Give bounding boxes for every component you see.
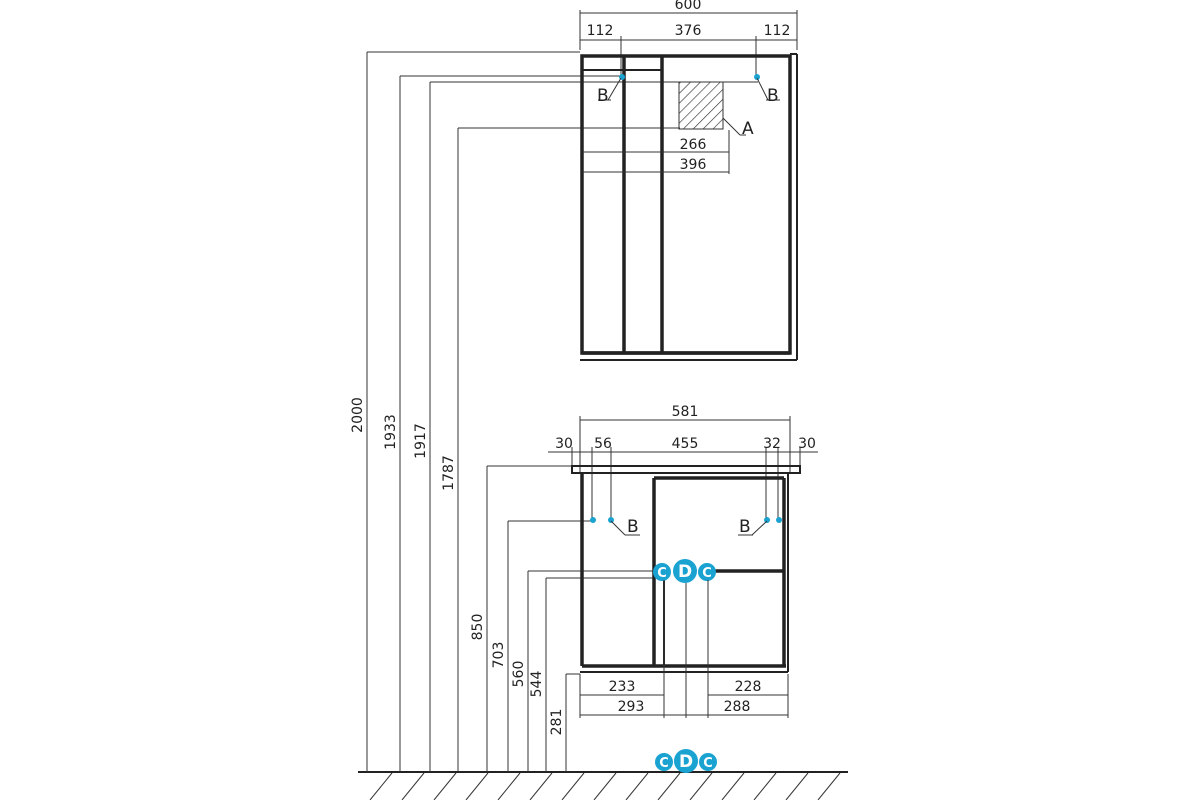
mirror-width-label: 600 <box>675 0 702 13</box>
vanity-dim-228-label: 228 <box>735 679 762 695</box>
height-560-label: 560 <box>511 661 527 688</box>
plumbing-cdc-floor: C D C <box>655 749 717 773</box>
vanity-width-label: 581 <box>672 404 699 420</box>
mirror-dim-266-label: 266 <box>680 137 707 153</box>
height-703-label: 703 <box>491 642 507 669</box>
vanity-mount-right-2 <box>776 517 782 523</box>
height-2000-label: 2000 <box>350 397 366 433</box>
mirror-right-margin-label: 112 <box>764 23 791 39</box>
vanity-mount-right-1 <box>764 517 770 523</box>
hatched-zone <box>678 81 724 130</box>
drain-label: D <box>678 562 692 582</box>
vanity-dim-32-label: 32 <box>763 436 781 452</box>
vanity-mount-b-left-label: B <box>627 517 639 537</box>
floor-cold-left-label: C <box>659 756 669 771</box>
floor-drain-label: D <box>679 752 693 772</box>
height-labels: 2000 1933 1917 1787 850 703 560 544 281 <box>350 397 565 735</box>
height-dimensions <box>366 51 758 772</box>
vanity-mount-left-1 <box>590 517 596 523</box>
vanity-dim-56-label: 56 <box>594 436 612 452</box>
vanity-mount-left-2 <box>608 517 614 523</box>
height-850-label: 850 <box>470 614 486 641</box>
cold-inlet-left-label: C <box>657 566 667 581</box>
plumbing-cdc-upper: C D C <box>653 559 716 583</box>
vanity-dim-288-label: 288 <box>724 699 751 715</box>
height-1933-label: 1933 <box>383 414 399 450</box>
height-1787-label: 1787 <box>441 455 457 491</box>
mirror-cabinet: 600 112 376 112 A 266 396 B <box>579 0 798 361</box>
mirror-dim-396-label: 396 <box>680 157 707 173</box>
height-1917-label: 1917 <box>413 423 429 459</box>
vanity-mount-b-right-label: B <box>739 517 751 537</box>
cold-inlet-right-label: C <box>702 566 712 581</box>
floor-cold-right-label: C <box>703 756 713 771</box>
height-544-label: 544 <box>529 671 545 698</box>
mount-b-left-label: B <box>597 86 609 106</box>
vanity-dim-233-label: 233 <box>609 679 636 695</box>
vanity-cabinet: 581 30 56 455 32 30 B B <box>548 404 818 773</box>
vanity-dim-455-label: 455 <box>672 436 699 452</box>
mirror-left-margin-label: 112 <box>587 23 614 39</box>
vanity-dim-293-label: 293 <box>618 699 645 715</box>
floor <box>358 771 848 800</box>
vanity-dim-30-left-label: 30 <box>555 436 573 452</box>
mount-b-right-label: B <box>767 86 779 106</box>
height-281-label: 281 <box>549 709 565 736</box>
mirror-center-span-label: 376 <box>675 23 702 39</box>
mount-point-b-right <box>754 74 760 80</box>
zone-a-label: A <box>742 119 754 139</box>
vanity-dim-30-right-label: 30 <box>798 436 816 452</box>
